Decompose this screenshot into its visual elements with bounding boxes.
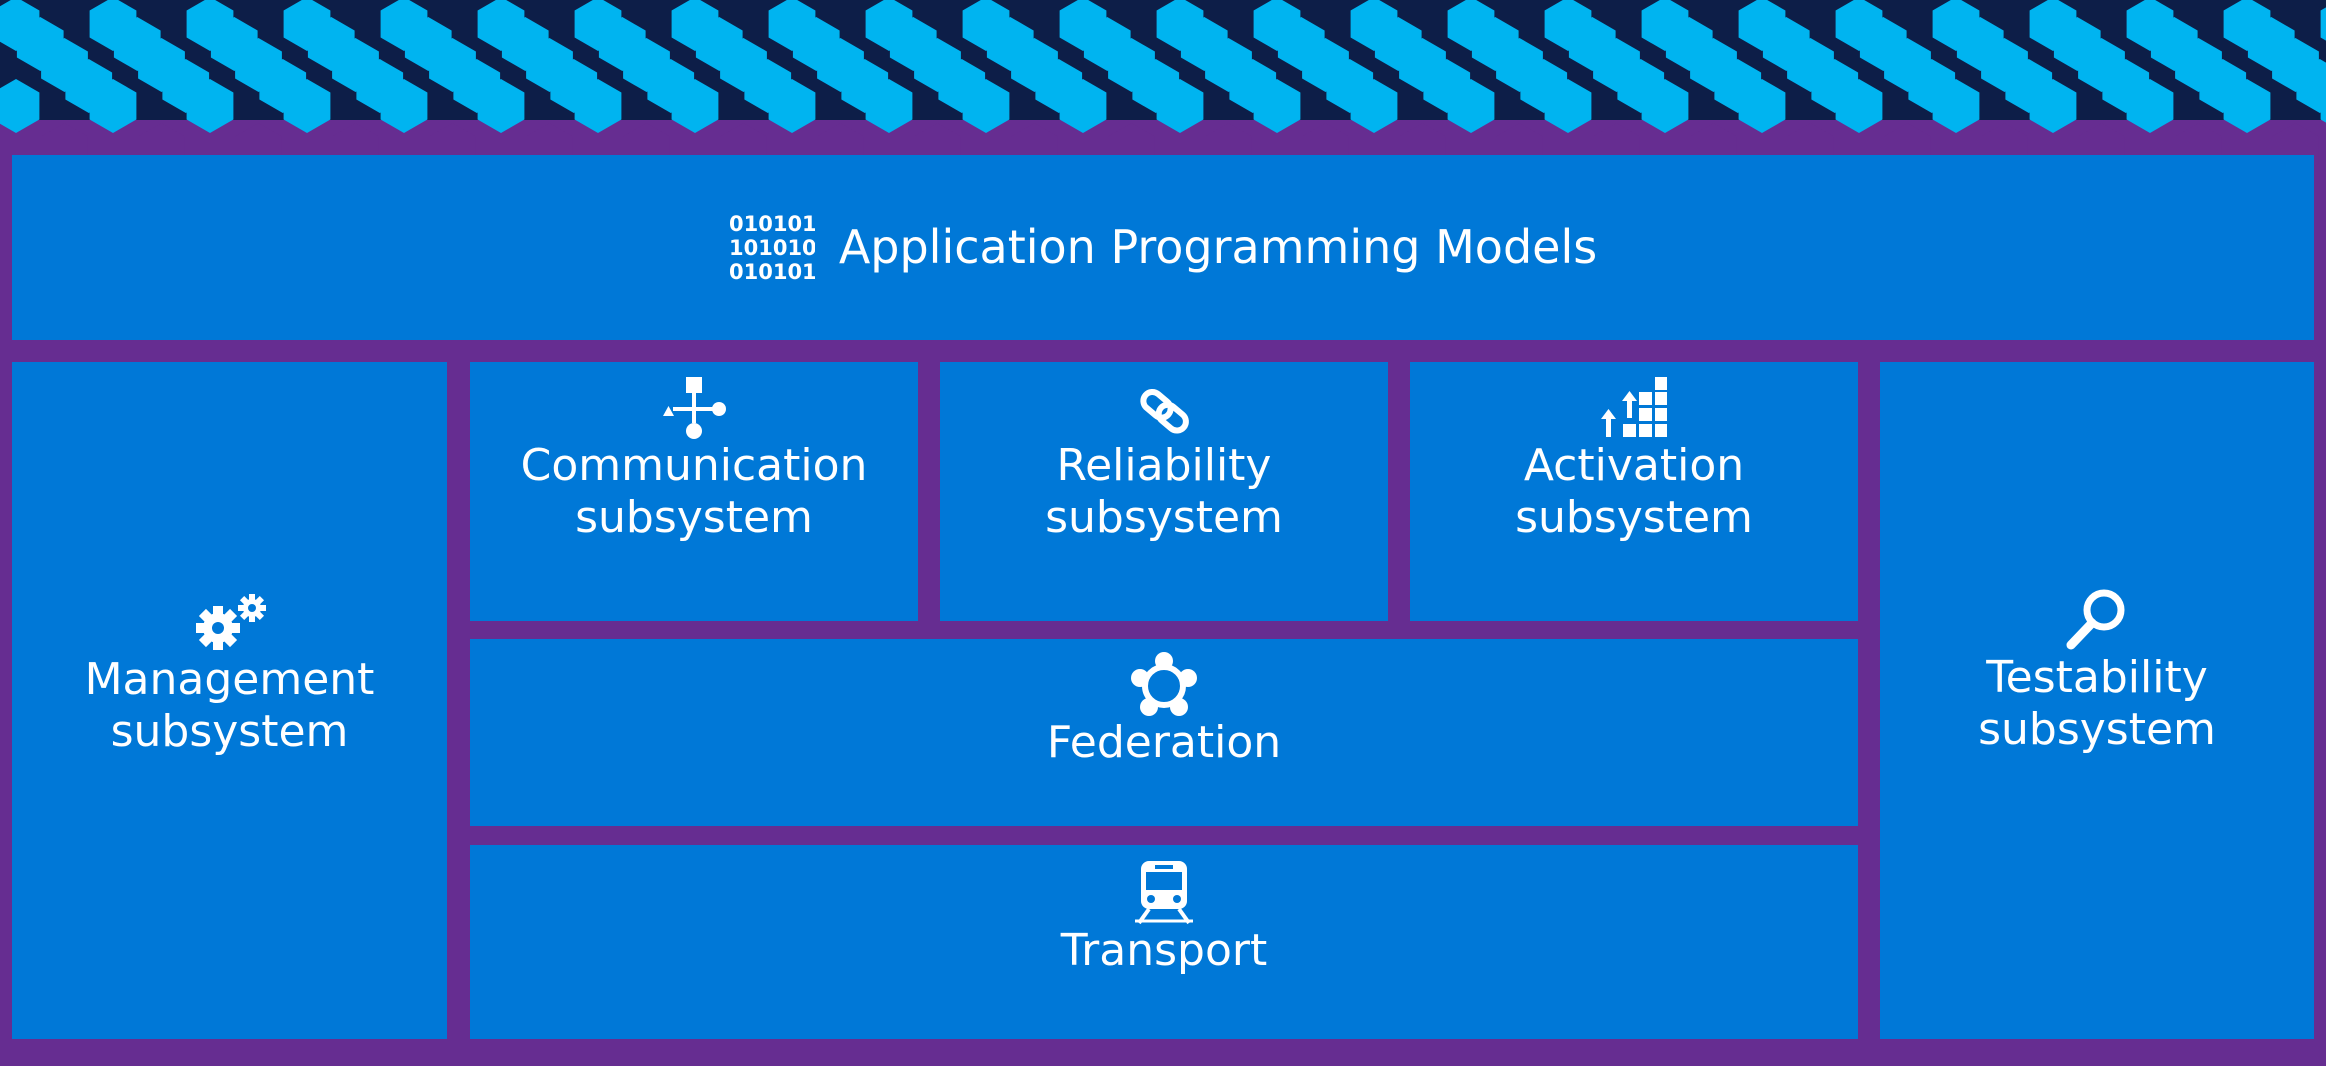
federation-box: Federation [470, 639, 1858, 826]
hexagon-cell [1229, 59, 1277, 113]
hexagon-cell [1665, 17, 1713, 71]
magnifier-icon [2066, 589, 2125, 650]
management-subsystem-box: Management subsystem [12, 362, 447, 1039]
hexagon-cell [453, 59, 501, 113]
hexagon-cell [1326, 59, 1374, 113]
hexagon-cell [501, 17, 549, 71]
hexagon-cell [1083, 17, 1131, 71]
hexagon-cell [695, 17, 743, 71]
chain-link-icon [1140, 388, 1189, 434]
federation-ring-icon [1131, 652, 1197, 716]
hexagon-cell [1714, 59, 1762, 113]
hexagon-cell [356, 59, 404, 113]
binary-line-2: 101010 [729, 236, 815, 260]
hexagon-cell [938, 59, 986, 113]
hexagon-cell [259, 59, 307, 113]
hexagon-cell [1180, 17, 1228, 71]
activation-label-line-1: Activation [1523, 440, 1745, 491]
transport-box: Transport [470, 845, 1858, 1039]
hexagon-cell [1374, 17, 1422, 71]
hexagon-cell [2053, 17, 2101, 71]
hexagon-cell [162, 59, 210, 113]
hexagon-cell [307, 17, 355, 71]
stacked-blocks-icon [1601, 377, 1667, 437]
hexagon-cell [647, 59, 695, 113]
binary-line-3: 010101 [729, 260, 815, 283]
hexagon-cell [0, 79, 40, 133]
hexagon-cell [841, 59, 889, 113]
hexagon-pattern-band [0, 0, 2326, 170]
binary-line-1: 010101 [729, 212, 815, 236]
communication-label-line-1: Communication [520, 440, 868, 491]
hexagon-cell [792, 17, 840, 71]
hexagon-cell [1956, 17, 2004, 71]
hexagon-cell [1617, 59, 1665, 113]
hexagon-cell [1811, 59, 1859, 113]
hexagon-cell [1520, 59, 1568, 113]
hexagon-cell [2199, 59, 2247, 113]
federation-label: Federation [1046, 717, 1282, 768]
hexagon-cell [2005, 59, 2053, 113]
hexagon-cell [598, 17, 646, 71]
hexagon-cell [2320, 7, 2326, 41]
activation-label-line-2: subsystem [1515, 492, 1753, 543]
hexagon-cell [404, 17, 452, 71]
hexagon-cell [2102, 59, 2150, 113]
application-programming-models-box: 010101 101010 010101 Application Program… [12, 155, 2314, 340]
hexagon-cell [1471, 17, 1519, 71]
hexagon-cell [1277, 17, 1325, 71]
hexagon-cell [210, 17, 258, 71]
testability-label-line-1: Testability [1986, 652, 2208, 703]
communication-shapes-icon [663, 377, 726, 439]
hexagon-cell [1035, 59, 1083, 113]
hexagon-cell [889, 17, 937, 71]
hexagon-cell [1908, 59, 1956, 113]
binary-code-icon: 010101 101010 010101 [729, 212, 815, 283]
hexagon-cell [16, 17, 64, 71]
testability-label-line-2: subsystem [1978, 704, 2216, 755]
hexagon-cell [1859, 17, 1907, 71]
hexagon-cell [1762, 17, 1810, 71]
hexagon-cell [2296, 59, 2326, 113]
activation-subsystem-box: Activation subsystem [1410, 362, 1858, 621]
hexagon-cell [744, 59, 792, 113]
management-label-line-2: subsystem [110, 706, 349, 757]
hexagon-cell [113, 17, 161, 71]
gears-icon [195, 594, 266, 650]
hexagon-cell [1132, 59, 1180, 113]
hexagon-cell [1423, 59, 1471, 113]
communication-subsystem-box: Communication subsystem [470, 362, 918, 621]
communication-label-line-2: subsystem [575, 492, 813, 543]
application-programming-models-title: Application Programming Models [838, 220, 1598, 274]
hexagon-cell [2150, 17, 2198, 71]
reliability-label-line-1: Reliability [1056, 440, 1272, 491]
testability-subsystem-box: Testability subsystem [1880, 362, 2314, 1039]
hexagon-cell [65, 59, 113, 113]
hexagon-cell [550, 59, 598, 113]
reliability-subsystem-box: Reliability subsystem [940, 362, 1388, 621]
hexagon-cell [2247, 17, 2295, 71]
management-label-line-1: Management [84, 654, 375, 705]
transport-label: Transport [1060, 925, 1268, 976]
reliability-label-line-2: subsystem [1045, 492, 1283, 543]
hexagon-cell [986, 17, 1034, 71]
hexagon-cell [1568, 17, 1616, 71]
train-icon [1135, 861, 1193, 925]
